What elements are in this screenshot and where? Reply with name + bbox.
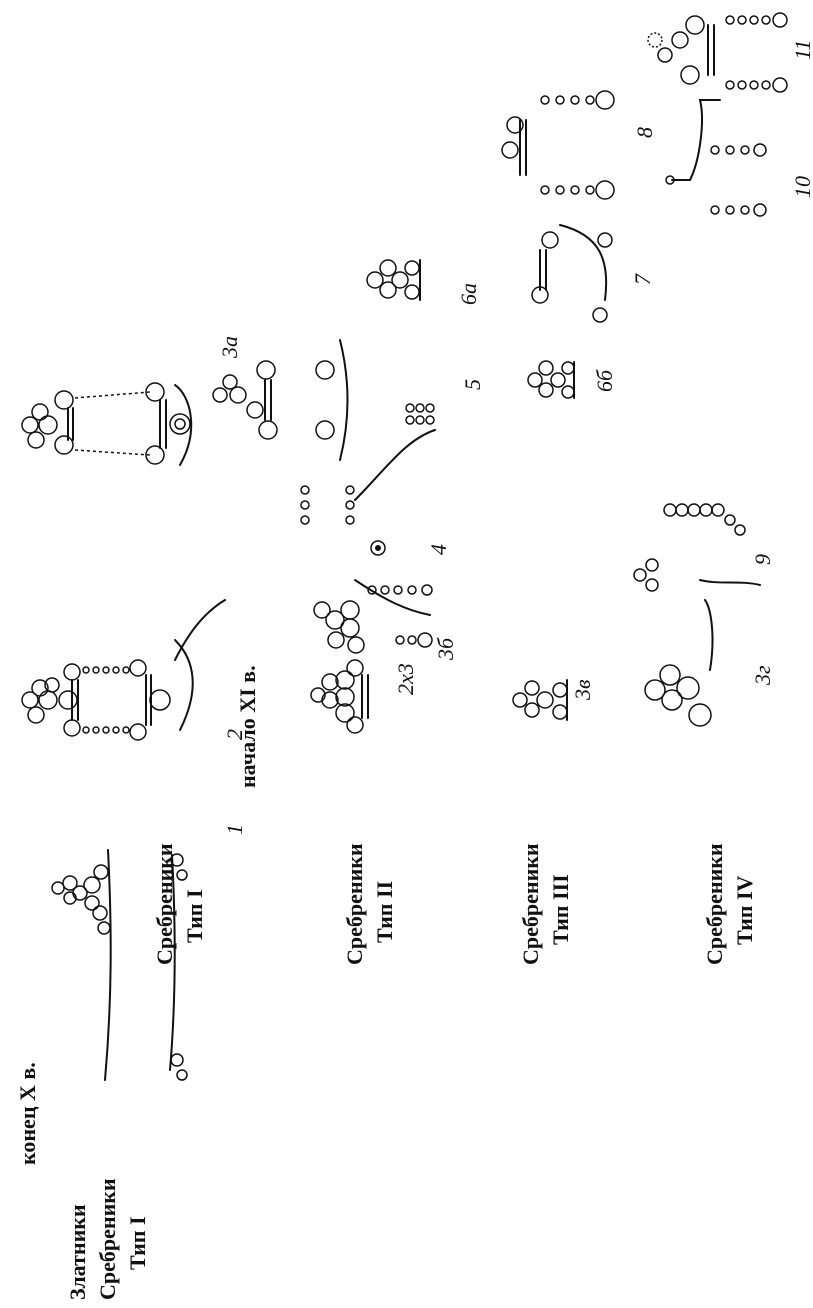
fig-num-7: 7 xyxy=(630,273,655,285)
era-label-end-10th: конец X в. xyxy=(15,1062,40,1165)
drawing-11 xyxy=(647,12,788,93)
srebreniki-2-line-2: Тип II xyxy=(372,881,397,943)
drawing-3b xyxy=(313,584,433,654)
fig-num-4: 4 xyxy=(426,544,451,555)
srebreniki-3-line-2: Тип III xyxy=(548,874,573,945)
srebreniki-1-line-2: Тип I xyxy=(182,889,207,943)
fig-num-10: 10 xyxy=(790,176,813,198)
era-end-10th-text: конец X в. xyxy=(15,1062,40,1165)
fig-num-1: 1 xyxy=(222,824,247,835)
srebreniki-3-line-1: Сребреники xyxy=(518,843,543,965)
fig-num-9: 9 xyxy=(750,554,775,565)
fig-num-3g: 3г xyxy=(750,665,775,686)
fig-num-2: 2 xyxy=(222,729,247,740)
srebreniki-4-line-1: Сребреники xyxy=(702,843,727,965)
zlatniki-line-2: Сребреники xyxy=(95,1178,120,1300)
drawing-5 xyxy=(212,339,435,461)
drawing-3g xyxy=(644,599,714,727)
drawing-8 xyxy=(501,90,615,200)
drawing-1 xyxy=(51,849,188,1081)
fig-num-2x3: 2х3 xyxy=(393,663,418,695)
group-label-srebreniki-1: Сребреники Тип I xyxy=(152,843,207,965)
drawing-2x3 xyxy=(310,659,369,734)
group-label-srebreniki-2: Сребреники Тип II xyxy=(342,843,397,965)
drawing-6a xyxy=(366,259,421,301)
drawing-6b xyxy=(527,360,575,399)
group-label-zlatniki: Златники Сребреники Тип I xyxy=(65,1178,150,1300)
fig-num-11: 11 xyxy=(790,40,813,60)
group-label-srebreniki-3: Сребреники Тип III xyxy=(518,843,573,965)
drawing-3v xyxy=(512,679,568,721)
drawing-9 xyxy=(633,503,761,592)
fig-num-3v: 3в xyxy=(570,679,595,701)
era-label-begin-11th: начало XI в. xyxy=(235,665,260,788)
fig-num-6b: 6б xyxy=(592,369,617,392)
drawing-7 xyxy=(531,224,613,323)
fig-num-5: 5 xyxy=(460,379,485,390)
drawing-3a xyxy=(21,382,193,466)
group-label-srebreniki-4: Сребреники Тип IV xyxy=(702,843,757,965)
drawing-4 xyxy=(300,429,436,616)
zlatniki-line-3: Тип I xyxy=(125,1216,150,1270)
fig-num-3b: 3б xyxy=(433,637,458,661)
drawing-10 xyxy=(665,99,767,217)
srebreniki-4-line-2: Тип IV xyxy=(732,875,757,945)
era-begin-11th-text: начало XI в. xyxy=(235,665,260,788)
fig-num-6a: 6а xyxy=(456,283,481,305)
drawing-2 xyxy=(21,599,226,741)
srebreniki-2-line-1: Сребреники xyxy=(342,843,367,965)
fig-num-8: 8 xyxy=(632,127,657,138)
fig-num-3a: 3а xyxy=(217,336,242,359)
zlatniki-line-1: Златники xyxy=(65,1204,90,1300)
